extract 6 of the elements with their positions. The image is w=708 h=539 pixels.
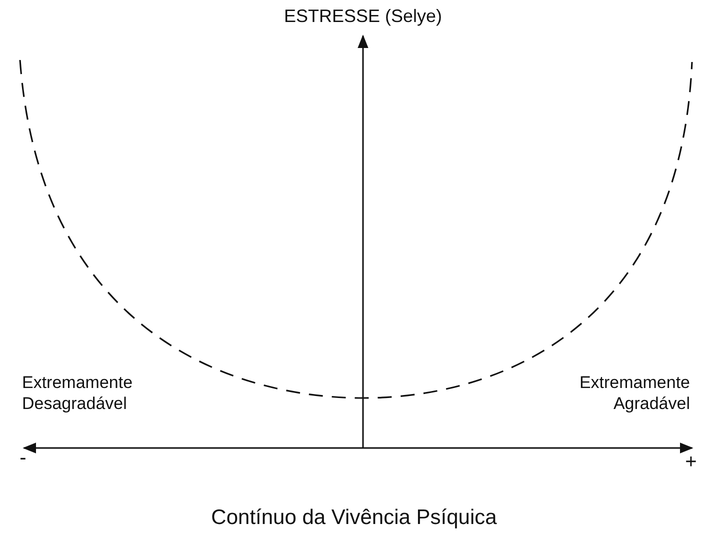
axis-title: Contínuo da Vivência Psíquica	[210, 505, 498, 531]
chart-title: ESTRESSE (Selye)	[282, 6, 444, 27]
minus-sign: -	[18, 446, 28, 471]
plus-sign: +	[684, 450, 698, 475]
axis-end-label: Extremamente Desagradável	[22, 372, 134, 414]
axis-end-label: Extremamente Agradável	[578, 372, 690, 414]
